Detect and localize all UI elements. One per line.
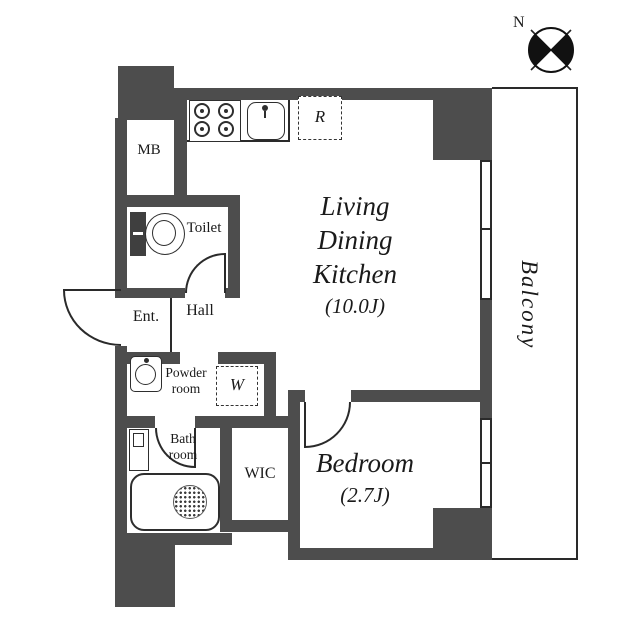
faucet-stem [264, 111, 266, 118]
burner-dot [200, 109, 204, 113]
wall-right-mid [480, 300, 492, 418]
powder-line2: room [171, 381, 201, 396]
burner-dot [200, 127, 204, 131]
toilet-bowl-icon [145, 213, 185, 255]
toilet-bowl-inner [152, 220, 176, 246]
washbasin-icon [130, 356, 162, 392]
wall-kitchen-side [174, 88, 187, 207]
room-label-entrance: Ent. [132, 308, 160, 325]
ldk-size: (10.0J) [324, 294, 386, 318]
wall-left-lower [115, 346, 127, 535]
washbasin-bowl [135, 364, 156, 385]
wall-wic-bottom [220, 520, 300, 532]
ldk-line-dining: Dining [317, 225, 393, 255]
wall-bedroom-top-b [351, 390, 492, 402]
bath-door-leaf [194, 428, 196, 468]
room-label-bath-room: Bath room [152, 431, 214, 463]
entrance-door-arc [63, 290, 121, 346]
sink-icon [247, 102, 285, 140]
burner-icon [218, 121, 234, 137]
ldk-line-kitchen: Kitchen [313, 259, 397, 289]
kitchen-counter-side [288, 100, 290, 142]
wall-top-right-block [433, 88, 492, 160]
burner-icon [194, 121, 210, 137]
burner-icon [218, 103, 234, 119]
wall-bottom-left-block [115, 533, 175, 607]
wall-bath-top-a [115, 416, 155, 428]
ldk-window-tick [480, 160, 492, 162]
refrigerator-space: R [298, 96, 342, 140]
bedroom-size: (2.7J) [340, 483, 390, 507]
wall-bedroom-bottom [288, 548, 492, 560]
room-label-powder-room: Powder room [156, 365, 216, 397]
bath-counter-icon [129, 429, 149, 471]
wall-bath-bottom [115, 533, 232, 545]
toilet-door-arc [185, 253, 225, 293]
room-label-toilet: Toilet [186, 220, 222, 236]
toilet-tank-line [133, 232, 143, 235]
wall-toilet-ldk [228, 195, 240, 298]
washer-space: W [216, 366, 258, 406]
burner-icon [194, 103, 210, 119]
compass: N [505, 12, 585, 92]
wall-washer-nook [264, 352, 276, 428]
bedroom-name: Bedroom [316, 448, 414, 478]
wall-top [174, 88, 433, 100]
bedroom-window-tick [480, 418, 492, 420]
balcony-rail-bottom [492, 558, 578, 560]
room-label-hall: Hall [186, 302, 214, 319]
ldk-window-icon [490, 160, 492, 300]
faucet-icon [262, 105, 268, 111]
wall-bedroom-top-a [288, 390, 305, 402]
powder-line1: Powder [165, 365, 207, 380]
balcony-rail-right [576, 87, 578, 560]
wall-wic-right [288, 390, 300, 560]
compass-icon [528, 27, 574, 73]
room-label-mb: MB [137, 142, 161, 158]
wall-hall-powder-b [218, 352, 276, 364]
bath-line1: Bath [170, 431, 196, 446]
burner-dot [224, 109, 228, 113]
bath-counter-inner [133, 433, 144, 447]
ldk-line-living: Living [320, 191, 390, 221]
room-label-bedroom: Bedroom (2.7J) [265, 446, 465, 507]
bedroom-window-tick [480, 462, 492, 464]
balcony-rail-top [492, 87, 578, 89]
north-label: N [513, 14, 525, 31]
ldk-window-tick [480, 298, 492, 300]
washbasin-faucet [144, 358, 149, 363]
bedroom-door-arc [305, 402, 351, 448]
toilet-tank-icon [130, 212, 146, 256]
bathtub-icon [130, 473, 220, 531]
room-label-ldk: Living Dining Kitchen (10.0J) [255, 189, 455, 318]
wall-top-left-block [118, 66, 174, 120]
stove-icon [189, 100, 241, 142]
bedroom-window-tick [480, 506, 492, 508]
wall-wic-left [220, 416, 232, 532]
entrance-step-line [170, 298, 172, 352]
room-label-wic: WIC [244, 465, 276, 482]
wall-toilet-hall-a [115, 288, 185, 298]
toilet-door-leaf [224, 253, 226, 293]
room-label-balcony: Balcony [517, 260, 542, 350]
bath-line2: room [168, 447, 198, 462]
burner-dot [224, 127, 228, 131]
ldk-window-icon [480, 160, 482, 300]
ldk-window-tick [480, 228, 492, 230]
wall-bath-top-b [195, 416, 300, 428]
bathtub-drain-icon [173, 485, 207, 519]
